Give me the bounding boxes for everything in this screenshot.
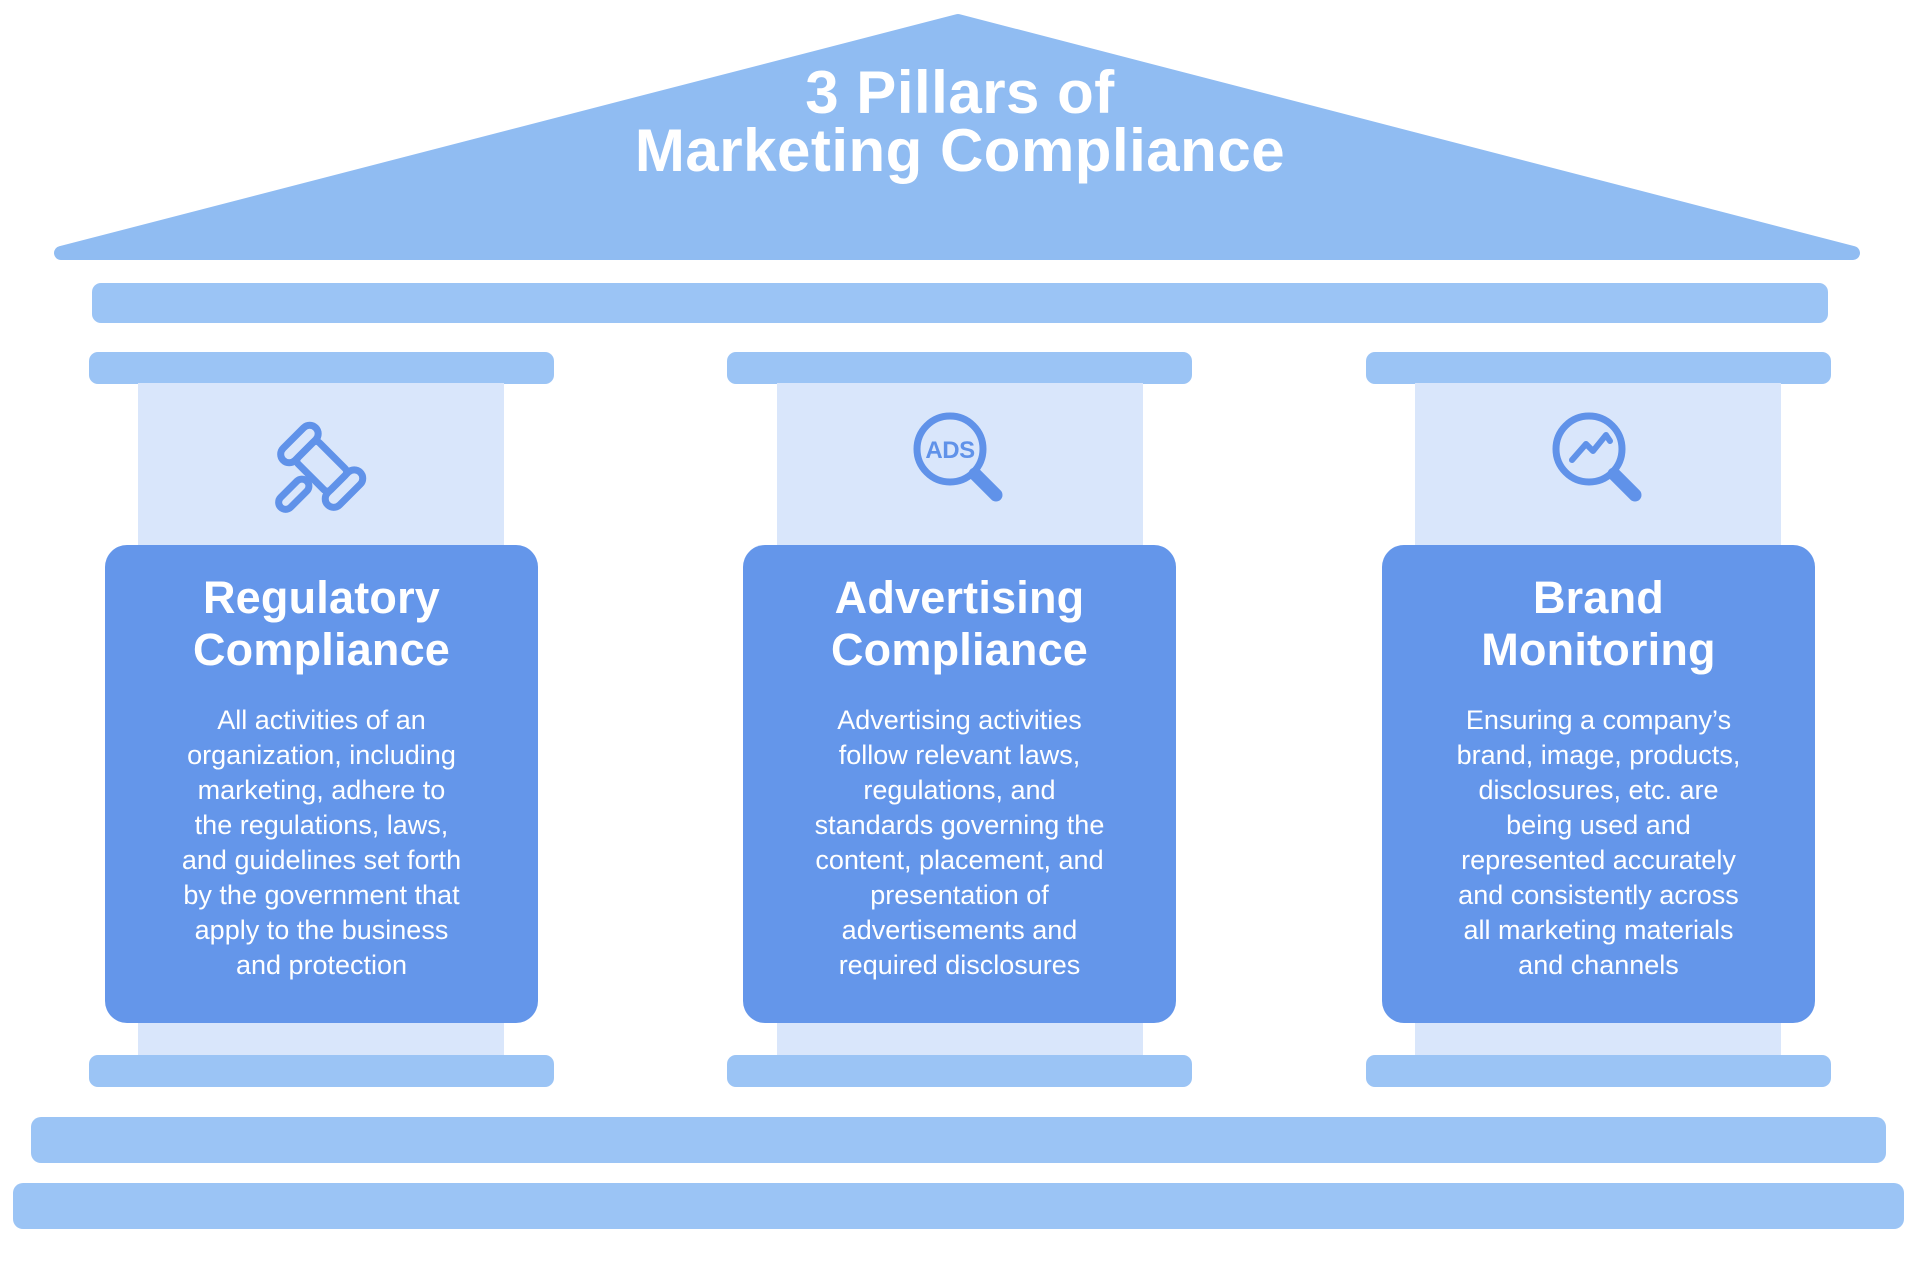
card-body: Ensuring a company’s brand, image, produ… [1456, 705, 1741, 980]
pediment-triangle [54, 14, 1860, 260]
pillar-card: Brand Monitoring Ensuring a company’s br… [1382, 545, 1815, 1023]
card-body: Advertising activities follow relevant l… [814, 705, 1105, 980]
gavel-handle [275, 475, 313, 513]
trend-line [1569, 432, 1613, 463]
magnifier-lens [1552, 412, 1626, 486]
title-line-1: 3 Pillars of [805, 59, 1115, 126]
pillar-card: Advertising Compliance Advertising activ… [743, 545, 1176, 1023]
architrave-beam [92, 283, 1828, 323]
chart-magnifier-icon [1552, 412, 1642, 502]
title-line-2: Marketing Compliance [634, 117, 1286, 184]
roof-pediment [54, 14, 1860, 260]
page-title: 3 Pillars of Marketing Compliance [0, 59, 1920, 184]
ads-icon-label: ADS [925, 437, 975, 464]
pillar-card: Regulatory Compliance All activities of … [105, 545, 538, 1023]
magnifier-lens [913, 412, 987, 486]
pillar-capital [727, 352, 1192, 384]
gavel-head [293, 437, 351, 495]
pillar-base [1366, 1055, 1831, 1087]
gavel-icon [275, 421, 367, 513]
magnifier-handle [1607, 467, 1642, 502]
ads-magnifier-icon: ADS [913, 412, 1003, 502]
card-heading: Regulatory Compliance [192, 572, 451, 675]
gavel-cap-right [321, 466, 367, 511]
stylobate-step-lower [13, 1183, 1904, 1229]
card-body: All activities of an organization, inclu… [181, 705, 462, 980]
stylobate-step-upper [31, 1117, 1886, 1163]
magnifier-handle [968, 467, 1003, 502]
pillar-capital [1366, 352, 1831, 384]
pillar-base [89, 1055, 554, 1087]
pillar-base [727, 1055, 1192, 1087]
pillar-capital [89, 352, 554, 384]
card-heading: Brand Monitoring [1481, 572, 1716, 675]
card-heading: Advertising Compliance [830, 572, 1089, 675]
